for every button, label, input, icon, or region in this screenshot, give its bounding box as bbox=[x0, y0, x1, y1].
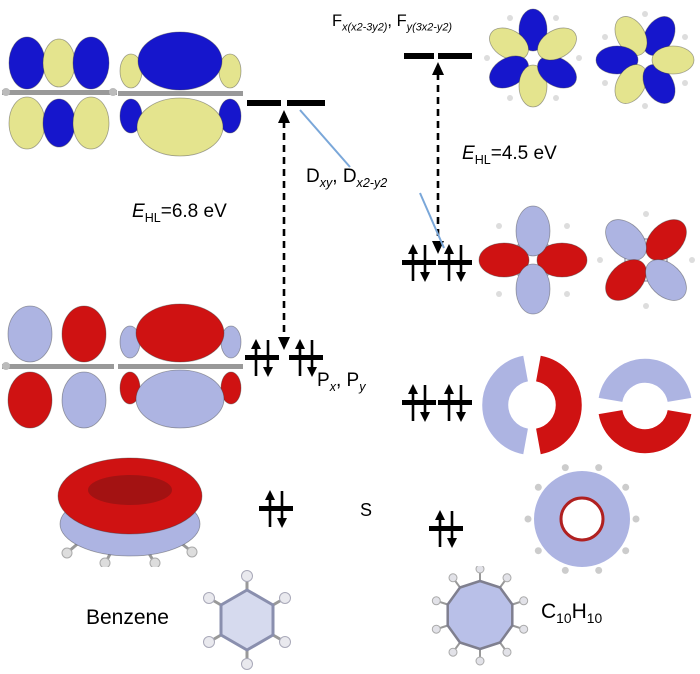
label-part: =4.5 eV bbox=[490, 143, 557, 164]
benzene-gap-arrow bbox=[278, 110, 290, 350]
benzene-lumo-orbital-1 bbox=[2, 36, 117, 150]
label-part: , F bbox=[387, 12, 407, 30]
label-part: C bbox=[541, 600, 557, 623]
label-sub: 10 bbox=[586, 610, 603, 627]
label-sub: x bbox=[329, 379, 336, 394]
c10h10-p-orbital-2 bbox=[598, 358, 692, 454]
benzene-name-label: Benzene bbox=[86, 606, 169, 630]
c10h10-s-level bbox=[429, 509, 463, 549]
label-sub: y(3x2-y2) bbox=[406, 21, 452, 34]
label-part: E bbox=[462, 143, 475, 164]
benzene-lumo-level-1 bbox=[247, 100, 281, 106]
benzene-gap-label: EHL=6.8 eV bbox=[132, 201, 227, 225]
label-part: E bbox=[132, 201, 145, 222]
c10h10-f-orbital-1 bbox=[484, 8, 582, 108]
s-level-label: S bbox=[360, 500, 372, 521]
label-part: , D bbox=[332, 166, 357, 187]
label-part: , P bbox=[335, 370, 360, 391]
benzene-lumo-level-2 bbox=[287, 100, 325, 106]
c10h10-d-orbital-2 bbox=[597, 211, 695, 309]
label-sub: x2-y2 bbox=[356, 175, 388, 190]
benzene-homo-orbital-1 bbox=[2, 305, 114, 429]
label-part: =6.8 eV bbox=[160, 201, 227, 222]
c10h10-s-orbital bbox=[524, 464, 640, 574]
benzene-structure bbox=[203, 570, 291, 670]
correlation-lines bbox=[299, 109, 445, 249]
benzene-homo-orbital-2 bbox=[118, 303, 243, 429]
label-part: F bbox=[332, 12, 343, 30]
c10h10-p-orbital-1 bbox=[482, 355, 582, 455]
p-levels-label: Px, Py bbox=[317, 370, 365, 394]
label-part: S bbox=[360, 500, 373, 520]
c10h10-gap-arrow bbox=[432, 62, 444, 254]
c10h10-name-label: C10H10 bbox=[541, 600, 602, 626]
label-part: D bbox=[306, 166, 320, 187]
d-levels-label: Dxy, Dx2-y2 bbox=[306, 166, 387, 190]
label-sub: x(x2-3y2) bbox=[342, 21, 388, 34]
label-sub: 10 bbox=[556, 610, 572, 627]
label-part: P bbox=[317, 370, 330, 391]
f-levels-label: Fx(x2-3y2), Fy(3x2-y2) bbox=[332, 12, 452, 33]
c10h10-d-orbital-1 bbox=[478, 205, 588, 315]
c10h10-f-level-1 bbox=[404, 53, 434, 59]
c10h10-p-level-2 bbox=[438, 383, 472, 423]
label-sub: y bbox=[359, 379, 366, 394]
c10h10-gap-label: EHL=4.5 eV bbox=[462, 143, 557, 167]
c10h10-p-level-1 bbox=[402, 383, 436, 423]
label-sub: HL bbox=[474, 152, 491, 167]
benzene-s-level bbox=[259, 489, 293, 529]
c10h10-f-level-2 bbox=[438, 53, 472, 59]
c10h10-structure bbox=[431, 566, 529, 666]
benzene-lumo-orbital-2 bbox=[118, 31, 243, 157]
benzene-s-orbital bbox=[57, 457, 203, 567]
label-part: H bbox=[571, 600, 587, 623]
c10h10-f-orbital-2 bbox=[595, 11, 695, 109]
label-part: Benzene bbox=[86, 606, 169, 629]
label-sub: HL bbox=[144, 210, 161, 225]
label-sub: xy bbox=[319, 175, 333, 190]
